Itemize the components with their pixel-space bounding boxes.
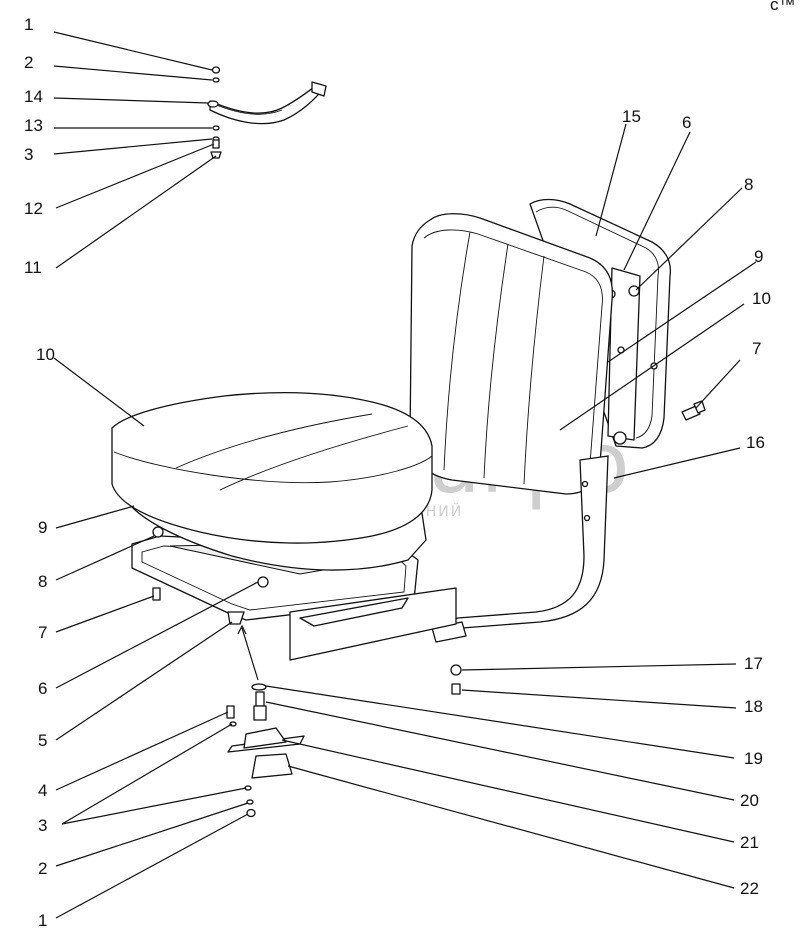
bolt-7-seat: [152, 587, 161, 601]
callout-c6a: 6: [682, 113, 691, 132]
callout-c7a: 7: [752, 339, 761, 358]
adjuster-plate: [289, 587, 457, 661]
callout-c4: 4: [38, 781, 47, 800]
block-22: [251, 753, 293, 779]
corner-mark: c™ •••: [770, 0, 800, 14]
nut-lower-back: [613, 431, 627, 445]
callout-c1b: 1: [38, 911, 47, 930]
callout-c5: 5: [38, 731, 47, 750]
adjuster-handle: [299, 597, 409, 627]
hinge-plate-9: [607, 267, 641, 441]
callout-c3b: 3: [38, 816, 47, 835]
callout-c10b: 10: [36, 345, 55, 364]
callout-c6b: 6: [38, 679, 47, 698]
washer-17: [450, 664, 462, 676]
lower-mechanism: [226, 624, 305, 818]
callout-c18: 18: [744, 697, 763, 716]
callout-c12: 12: [24, 199, 43, 218]
strap-assembly: [207, 66, 327, 159]
callout-c19: 19: [744, 749, 763, 768]
callout-c2b: 2: [38, 859, 47, 878]
strap-14: [209, 83, 325, 125]
callout-c8a: 8: [744, 175, 753, 194]
washer-2-top: [212, 77, 220, 83]
callout-c10a: 10: [752, 289, 771, 308]
callout-c7b: 7: [38, 623, 47, 642]
callout-c8b: 8: [38, 572, 47, 591]
callout-c2a: 2: [24, 53, 33, 72]
bolt-7-back: [681, 405, 701, 421]
bushing-11: [210, 151, 222, 159]
callout-c21: 21: [740, 833, 759, 852]
nut-8-back: [628, 285, 640, 297]
callout-c9b: 9: [38, 518, 47, 537]
seat-assembly: [111, 391, 457, 661]
bolt-18: [451, 683, 461, 695]
strap-hook: [311, 81, 327, 97]
callout-c17: 17: [744, 654, 763, 673]
callout-c14: 14: [24, 87, 43, 106]
pin-20: [255, 691, 265, 707]
callout-c13: 13: [24, 116, 43, 135]
backrest-cushion-10: [409, 213, 614, 495]
washer-13: [212, 125, 220, 131]
nut-8-seat: [152, 526, 164, 538]
callout-c3a: 3: [24, 145, 33, 164]
nut-1-top: [211, 66, 221, 74]
ring-19: [251, 683, 267, 691]
washer-2-bottom: [246, 799, 254, 805]
callout-c1a: 1: [24, 15, 33, 34]
leader-lines: [53, 31, 757, 919]
callout-c11: 11: [24, 258, 42, 277]
bolt-4: [226, 705, 235, 719]
backrest-assembly: [409, 198, 706, 695]
callout-c22: 22: [740, 879, 759, 898]
callout-c16: 16: [746, 433, 765, 452]
nut-1-bottom: [246, 808, 256, 818]
callout-c9a: 9: [754, 247, 763, 266]
strap-end-hole: [207, 100, 219, 108]
callout-labels: 1 2 14 13 3 12 11 15 6 8 9 10 7 16 10 9 …: [24, 15, 771, 930]
bracket-5: [227, 611, 245, 625]
callout-c15: 15: [622, 107, 641, 126]
callout-c20: 20: [740, 791, 759, 810]
